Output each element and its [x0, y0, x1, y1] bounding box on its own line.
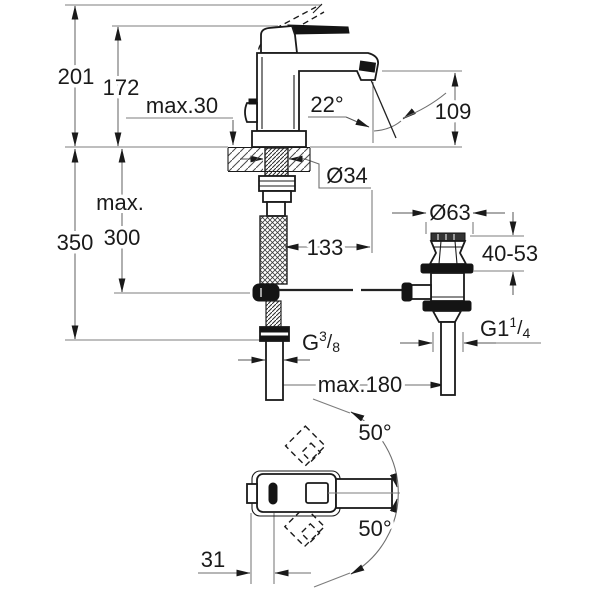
- waste-tailpipe: [440, 321, 456, 396]
- label-31: 31: [201, 547, 225, 572]
- cartridge-pin: [268, 482, 278, 505]
- label-max: max.: [96, 190, 144, 215]
- label-50-up: 50°: [358, 420, 391, 445]
- waste-plug: [430, 232, 466, 242]
- handle-body: [260, 25, 299, 54]
- waste-body: [430, 272, 465, 302]
- label-133: 133: [307, 235, 344, 260]
- dimension-labels: 201 172 max.30 22° 109 Ø34 max. 300 350 …: [53, 61, 542, 576]
- handle-swung-down-outline: [283, 505, 326, 548]
- rod-port-knob: [401, 282, 413, 302]
- water-stream: [370, 79, 397, 139]
- label-109: 109: [435, 99, 472, 124]
- top-view: [246, 398, 400, 588]
- lever: [287, 24, 350, 35]
- label-d34: Ø34: [326, 163, 368, 188]
- waste-assembly: [401, 232, 474, 396]
- rod-port: [410, 284, 432, 300]
- label-350: 350: [57, 230, 94, 255]
- label-22deg: 22°: [310, 92, 343, 117]
- mounting-nut: [258, 175, 296, 192]
- waste-flange: [428, 240, 468, 265]
- label-g114: G11/4: [480, 314, 530, 341]
- base-flange: [251, 130, 307, 148]
- faucet-front-view: [244, 6, 397, 148]
- extension-lines: [65, 3, 541, 352]
- flexible-hose: [259, 215, 288, 285]
- label-172: 172: [103, 75, 140, 100]
- label-max180: max.180: [318, 372, 402, 397]
- threaded-shank: [264, 147, 289, 177]
- supply-tail: [265, 340, 284, 401]
- angle-arc-22: [373, 92, 447, 132]
- spout-cap: [246, 483, 258, 504]
- body-and-spout: [256, 52, 379, 132]
- label-201: 201: [58, 64, 95, 89]
- pull-rod-knob: [244, 102, 258, 123]
- handle-socket: [305, 482, 329, 504]
- rod-thread: [265, 300, 282, 328]
- waste-thread-section: [431, 310, 463, 323]
- waste-seal-upper: [420, 263, 474, 274]
- rod-ball-joint: [252, 283, 280, 302]
- label-40-53: 40-53: [482, 241, 538, 266]
- label-300: 300: [104, 225, 141, 250]
- swing-arc: [350, 411, 399, 575]
- label-d63: Ø63: [429, 200, 471, 225]
- label-max30: max.30: [146, 93, 218, 118]
- waste-seal-lower: [422, 300, 472, 312]
- label-50-down: 50°: [358, 516, 391, 541]
- shank-and-hoses: [252, 147, 403, 401]
- aerator: [358, 60, 377, 73]
- handle-swung-up-outline: [284, 425, 327, 467]
- label-g38: G3/8: [302, 328, 340, 355]
